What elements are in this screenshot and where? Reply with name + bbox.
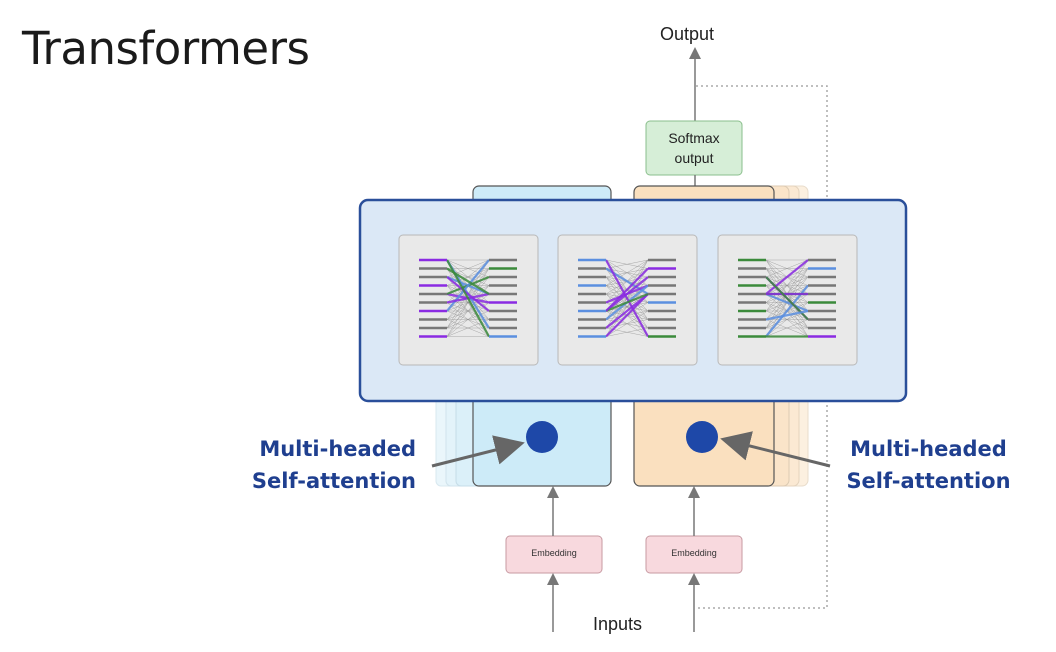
attention-strong-line bbox=[605, 284, 649, 304]
decoder-attention-dot bbox=[686, 421, 718, 453]
callout-left-arrow bbox=[431, 435, 525, 468]
callout-right-arrow bbox=[720, 431, 831, 468]
attention-strong-line bbox=[446, 259, 490, 312]
attention-weight-line bbox=[765, 319, 809, 337]
encoder-attention-dot bbox=[526, 421, 558, 453]
attention-weight-line bbox=[765, 259, 809, 312]
attention-weight-line bbox=[446, 302, 490, 337]
callout-left-line2: Self-attention bbox=[251, 469, 416, 493]
attention-strong-line bbox=[765, 259, 809, 295]
attention-weight-line bbox=[446, 285, 490, 337]
slide-title: Transformers bbox=[22, 22, 310, 75]
callout-left-line1: Multi-headed bbox=[259, 437, 416, 461]
attention-weight-line bbox=[446, 259, 490, 295]
attention-weight-line bbox=[605, 259, 649, 269]
attention-strong-line bbox=[765, 292, 809, 313]
callout-right-line1: Multi-headed bbox=[850, 437, 1007, 461]
attention-weight-line bbox=[605, 310, 649, 337]
inputs-label: Inputs bbox=[593, 614, 643, 634]
output-label: Output bbox=[660, 24, 715, 44]
attention-strong-line bbox=[605, 292, 649, 313]
softmax-box bbox=[645, 120, 743, 176]
attention-strong-line bbox=[605, 293, 649, 329]
embedding-label-left: Embedding bbox=[531, 548, 577, 558]
attention-weight-line bbox=[605, 259, 649, 286]
attention-strong-line bbox=[446, 267, 490, 295]
attention-strong-line bbox=[605, 293, 649, 338]
callout-right-line2: Self-attention bbox=[846, 469, 1011, 493]
attention-strong-line bbox=[605, 259, 649, 338]
attention-strong-line bbox=[765, 309, 809, 321]
attention-strong-line bbox=[446, 276, 490, 312]
embedding-label-right: Embedding bbox=[671, 548, 717, 558]
callout-right: Multi-headed Self-attention bbox=[836, 433, 1021, 497]
attention-heads bbox=[398, 234, 858, 366]
attention-weight-line bbox=[605, 276, 649, 337]
softmax-label: Softmax output bbox=[646, 128, 742, 168]
callout-left: Multi-headed Self-attention bbox=[238, 433, 416, 497]
attention-weight-line bbox=[765, 259, 809, 278]
attention-strong-line bbox=[605, 267, 649, 312]
attention-weight-line bbox=[605, 327, 649, 337]
softmax-label-line2: output bbox=[674, 150, 714, 166]
softmax-label-line1: Softmax bbox=[668, 130, 720, 146]
